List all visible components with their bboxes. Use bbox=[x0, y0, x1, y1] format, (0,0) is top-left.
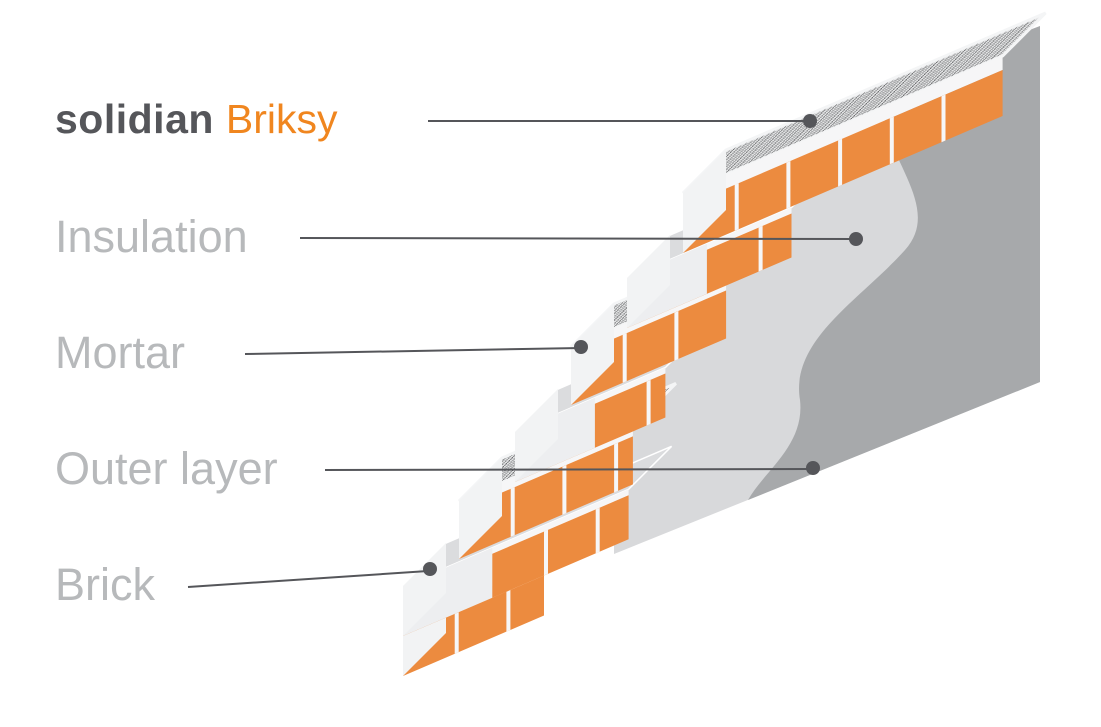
brick-mortar-joint bbox=[941, 94, 946, 143]
callout-dot-insulation bbox=[849, 232, 863, 246]
product-name: Briksy bbox=[225, 96, 338, 142]
course-end-face bbox=[683, 150, 726, 253]
brick-front-face bbox=[571, 290, 727, 405]
brick-front-face bbox=[459, 436, 633, 559]
brick-mortar-joint bbox=[734, 183, 739, 231]
brand-name: solidian bbox=[55, 96, 214, 142]
brick-mortar-joint bbox=[562, 465, 567, 515]
callout-dot-brick bbox=[423, 562, 437, 576]
callout-briksy bbox=[428, 114, 817, 128]
course-end-face bbox=[627, 235, 670, 328]
brick-mortar-joint bbox=[758, 225, 763, 272]
label-outer-layer: Outer layer bbox=[55, 443, 278, 494]
brick-mortar-joint bbox=[614, 442, 619, 493]
brick-front-face bbox=[683, 70, 1003, 253]
brick-mortar-joint bbox=[622, 333, 627, 383]
brick-mortar-joint bbox=[595, 507, 600, 554]
callout-mortar bbox=[244, 340, 588, 355]
brick-mortar-joint bbox=[506, 590, 511, 632]
course-end-face bbox=[571, 304, 614, 405]
callout-dot-outer-layer bbox=[806, 461, 820, 475]
callout-dot-briksy bbox=[803, 114, 817, 128]
callout-line-brick bbox=[187, 570, 429, 588]
callout-insulation bbox=[299, 232, 863, 246]
callouts bbox=[187, 114, 863, 588]
isometric-wall-cutaway bbox=[402, 11, 1047, 676]
brick-mortar-joint bbox=[454, 612, 459, 654]
label-mortar: Mortar bbox=[55, 327, 186, 378]
brick-mortar-joint bbox=[786, 161, 791, 209]
callout-line-outer-layer bbox=[324, 468, 814, 471]
brick-mortar-joint bbox=[838, 138, 843, 187]
brick-mortar-joint bbox=[889, 116, 894, 165]
brick-mortar-joint bbox=[646, 379, 651, 426]
label-brick: Brick bbox=[55, 559, 155, 610]
brick-mortar-joint bbox=[510, 487, 515, 537]
callout-brick bbox=[187, 562, 437, 588]
callout-line-mortar bbox=[244, 347, 582, 355]
course-end-face bbox=[459, 458, 502, 559]
brick-mortar-joint bbox=[674, 311, 679, 361]
callout-outer-layer bbox=[324, 461, 820, 475]
label-insulation: Insulation bbox=[55, 211, 248, 262]
mortar-bed-edge bbox=[683, 56, 1003, 207]
outer-layer-render bbox=[748, 26, 1040, 500]
brick-mortar-joint bbox=[544, 529, 548, 576]
callout-line-insulation bbox=[299, 237, 857, 240]
course-end-face bbox=[515, 389, 558, 482]
callout-dot-mortar bbox=[574, 340, 588, 354]
course-cap-block bbox=[403, 547, 493, 636]
